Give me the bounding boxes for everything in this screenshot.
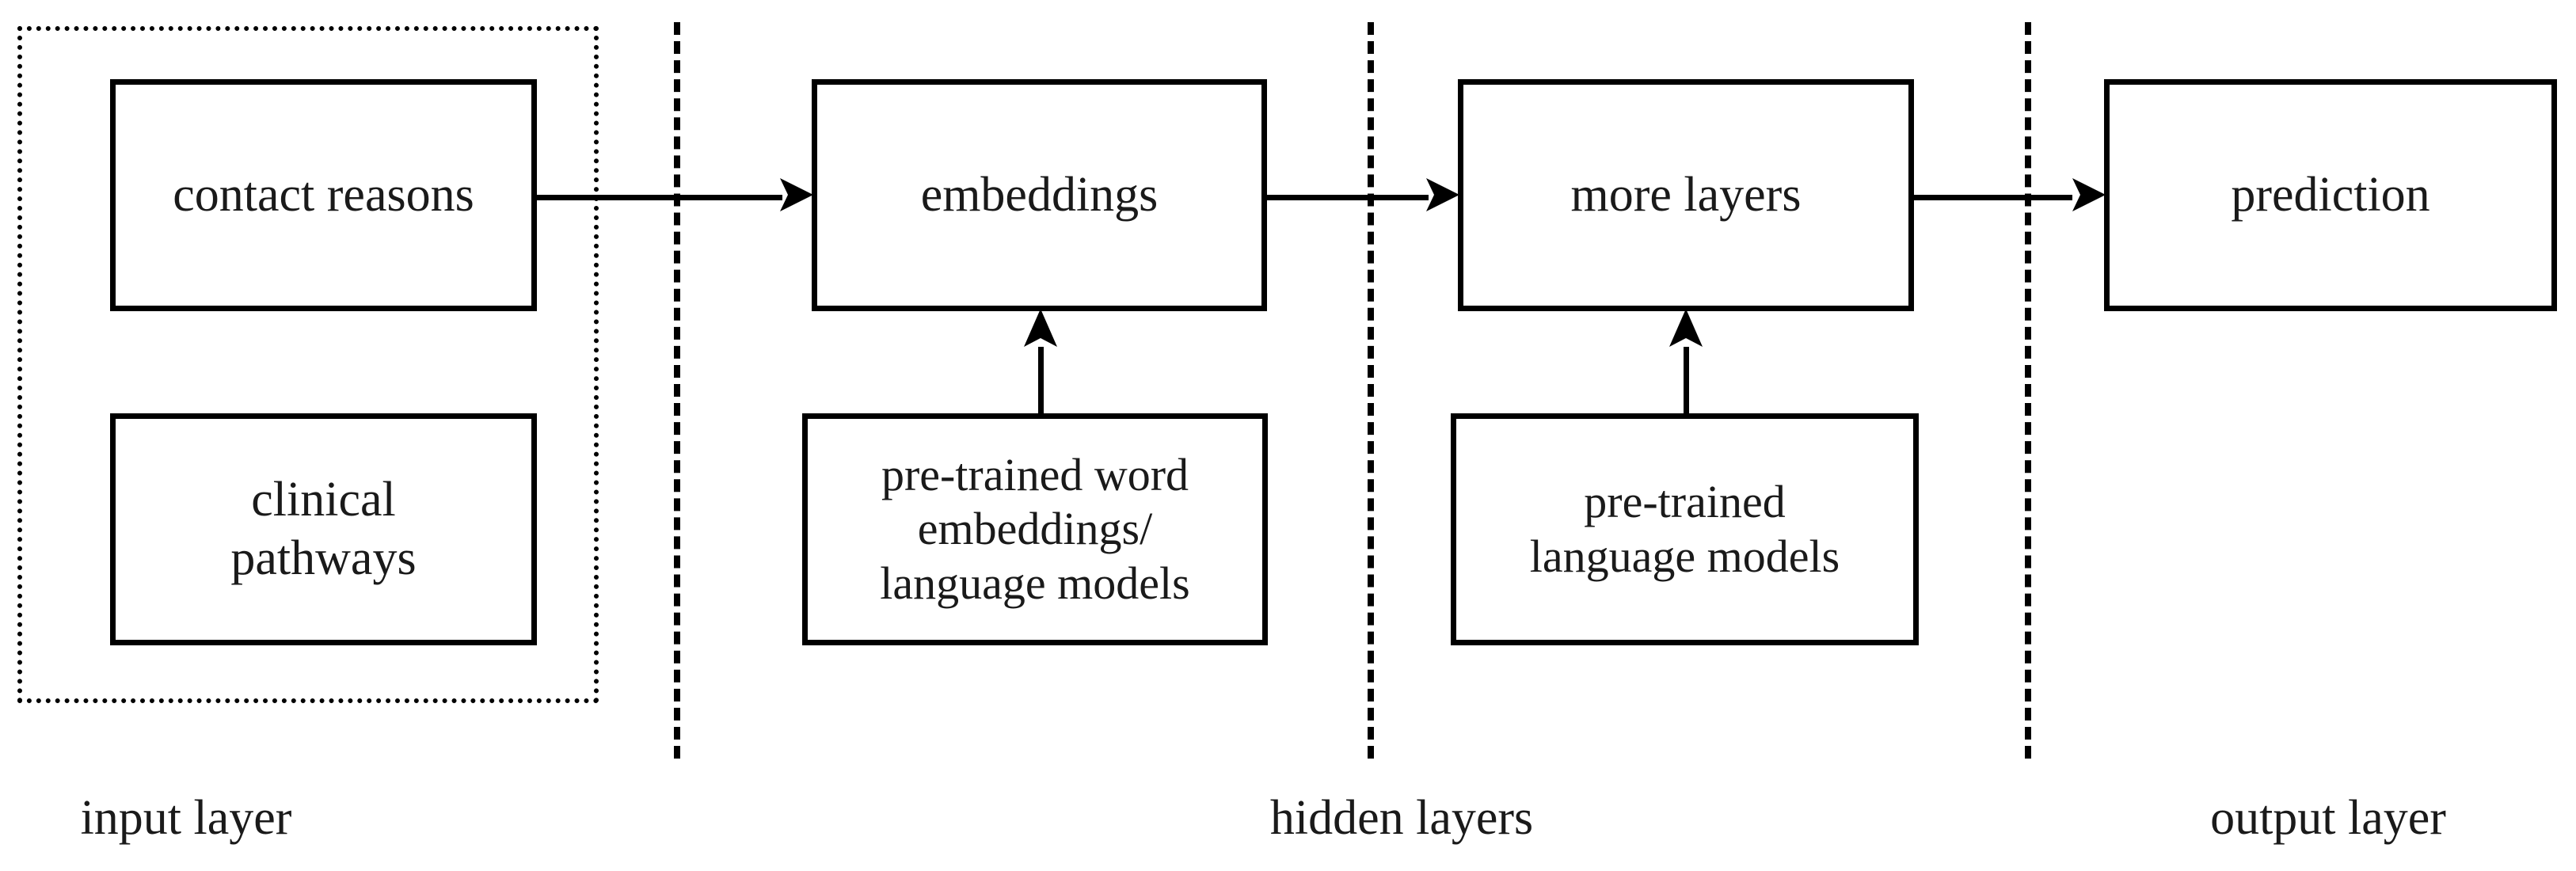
node-pretrained-word-embeddings-label: pre-trained word embeddings/ language mo… — [880, 448, 1190, 609]
arrowhead-pretrained-word-embeddings-to-embeddings — [1023, 309, 1058, 347]
node-more-layers[interactable]: more layers — [1458, 79, 1914, 311]
connector-pretrained-language-models-to-more-layers — [1684, 347, 1689, 416]
input-layer-group-outline — [17, 26, 599, 703]
arrowhead-pretrained-language-models-to-more-layers — [1669, 309, 1703, 347]
node-clinical-pathways[interactable]: clinical pathways — [110, 413, 537, 645]
arrowhead-more-layers-to-prediction — [2071, 177, 2106, 212]
node-prediction-label: prediction — [2231, 167, 2430, 222]
arrowhead-contact-reasons-to-embeddings — [778, 177, 813, 212]
node-contact-reasons-label: contact reasons — [173, 167, 474, 222]
node-prediction[interactable]: prediction — [2104, 79, 2557, 311]
arrowhead-embeddings-to-more-layers — [1425, 177, 1459, 212]
connector-more-layers-to-prediction — [1914, 195, 2072, 200]
caption-hidden-layers: hidden layers — [1269, 791, 1534, 845]
caption-output-layer: output layer — [2210, 791, 2446, 845]
caption-input-layer: input layer — [80, 791, 292, 845]
node-pretrained-language-models-label: pre-trained language models — [1529, 476, 1840, 582]
divider-hidden-output — [2025, 22, 2031, 759]
node-pretrained-word-embeddings[interactable]: pre-trained word embeddings/ language mo… — [802, 413, 1268, 645]
connector-contact-reasons-to-embeddings — [537, 195, 782, 200]
divider-input-hidden — [674, 22, 680, 759]
node-contact-reasons[interactable]: contact reasons — [110, 79, 537, 311]
node-pretrained-language-models[interactable]: pre-trained language models — [1451, 413, 1919, 645]
node-clinical-pathways-label: clinical pathways — [230, 473, 417, 585]
node-embeddings-label: embeddings — [920, 167, 1159, 222]
connector-pretrained-word-embeddings-to-embeddings — [1038, 347, 1044, 416]
node-embeddings[interactable]: embeddings — [812, 79, 1267, 311]
divider-hidden-1 — [1368, 22, 1374, 759]
connector-embeddings-to-more-layers — [1267, 195, 1429, 200]
node-more-layers-label: more layers — [1570, 167, 1802, 222]
